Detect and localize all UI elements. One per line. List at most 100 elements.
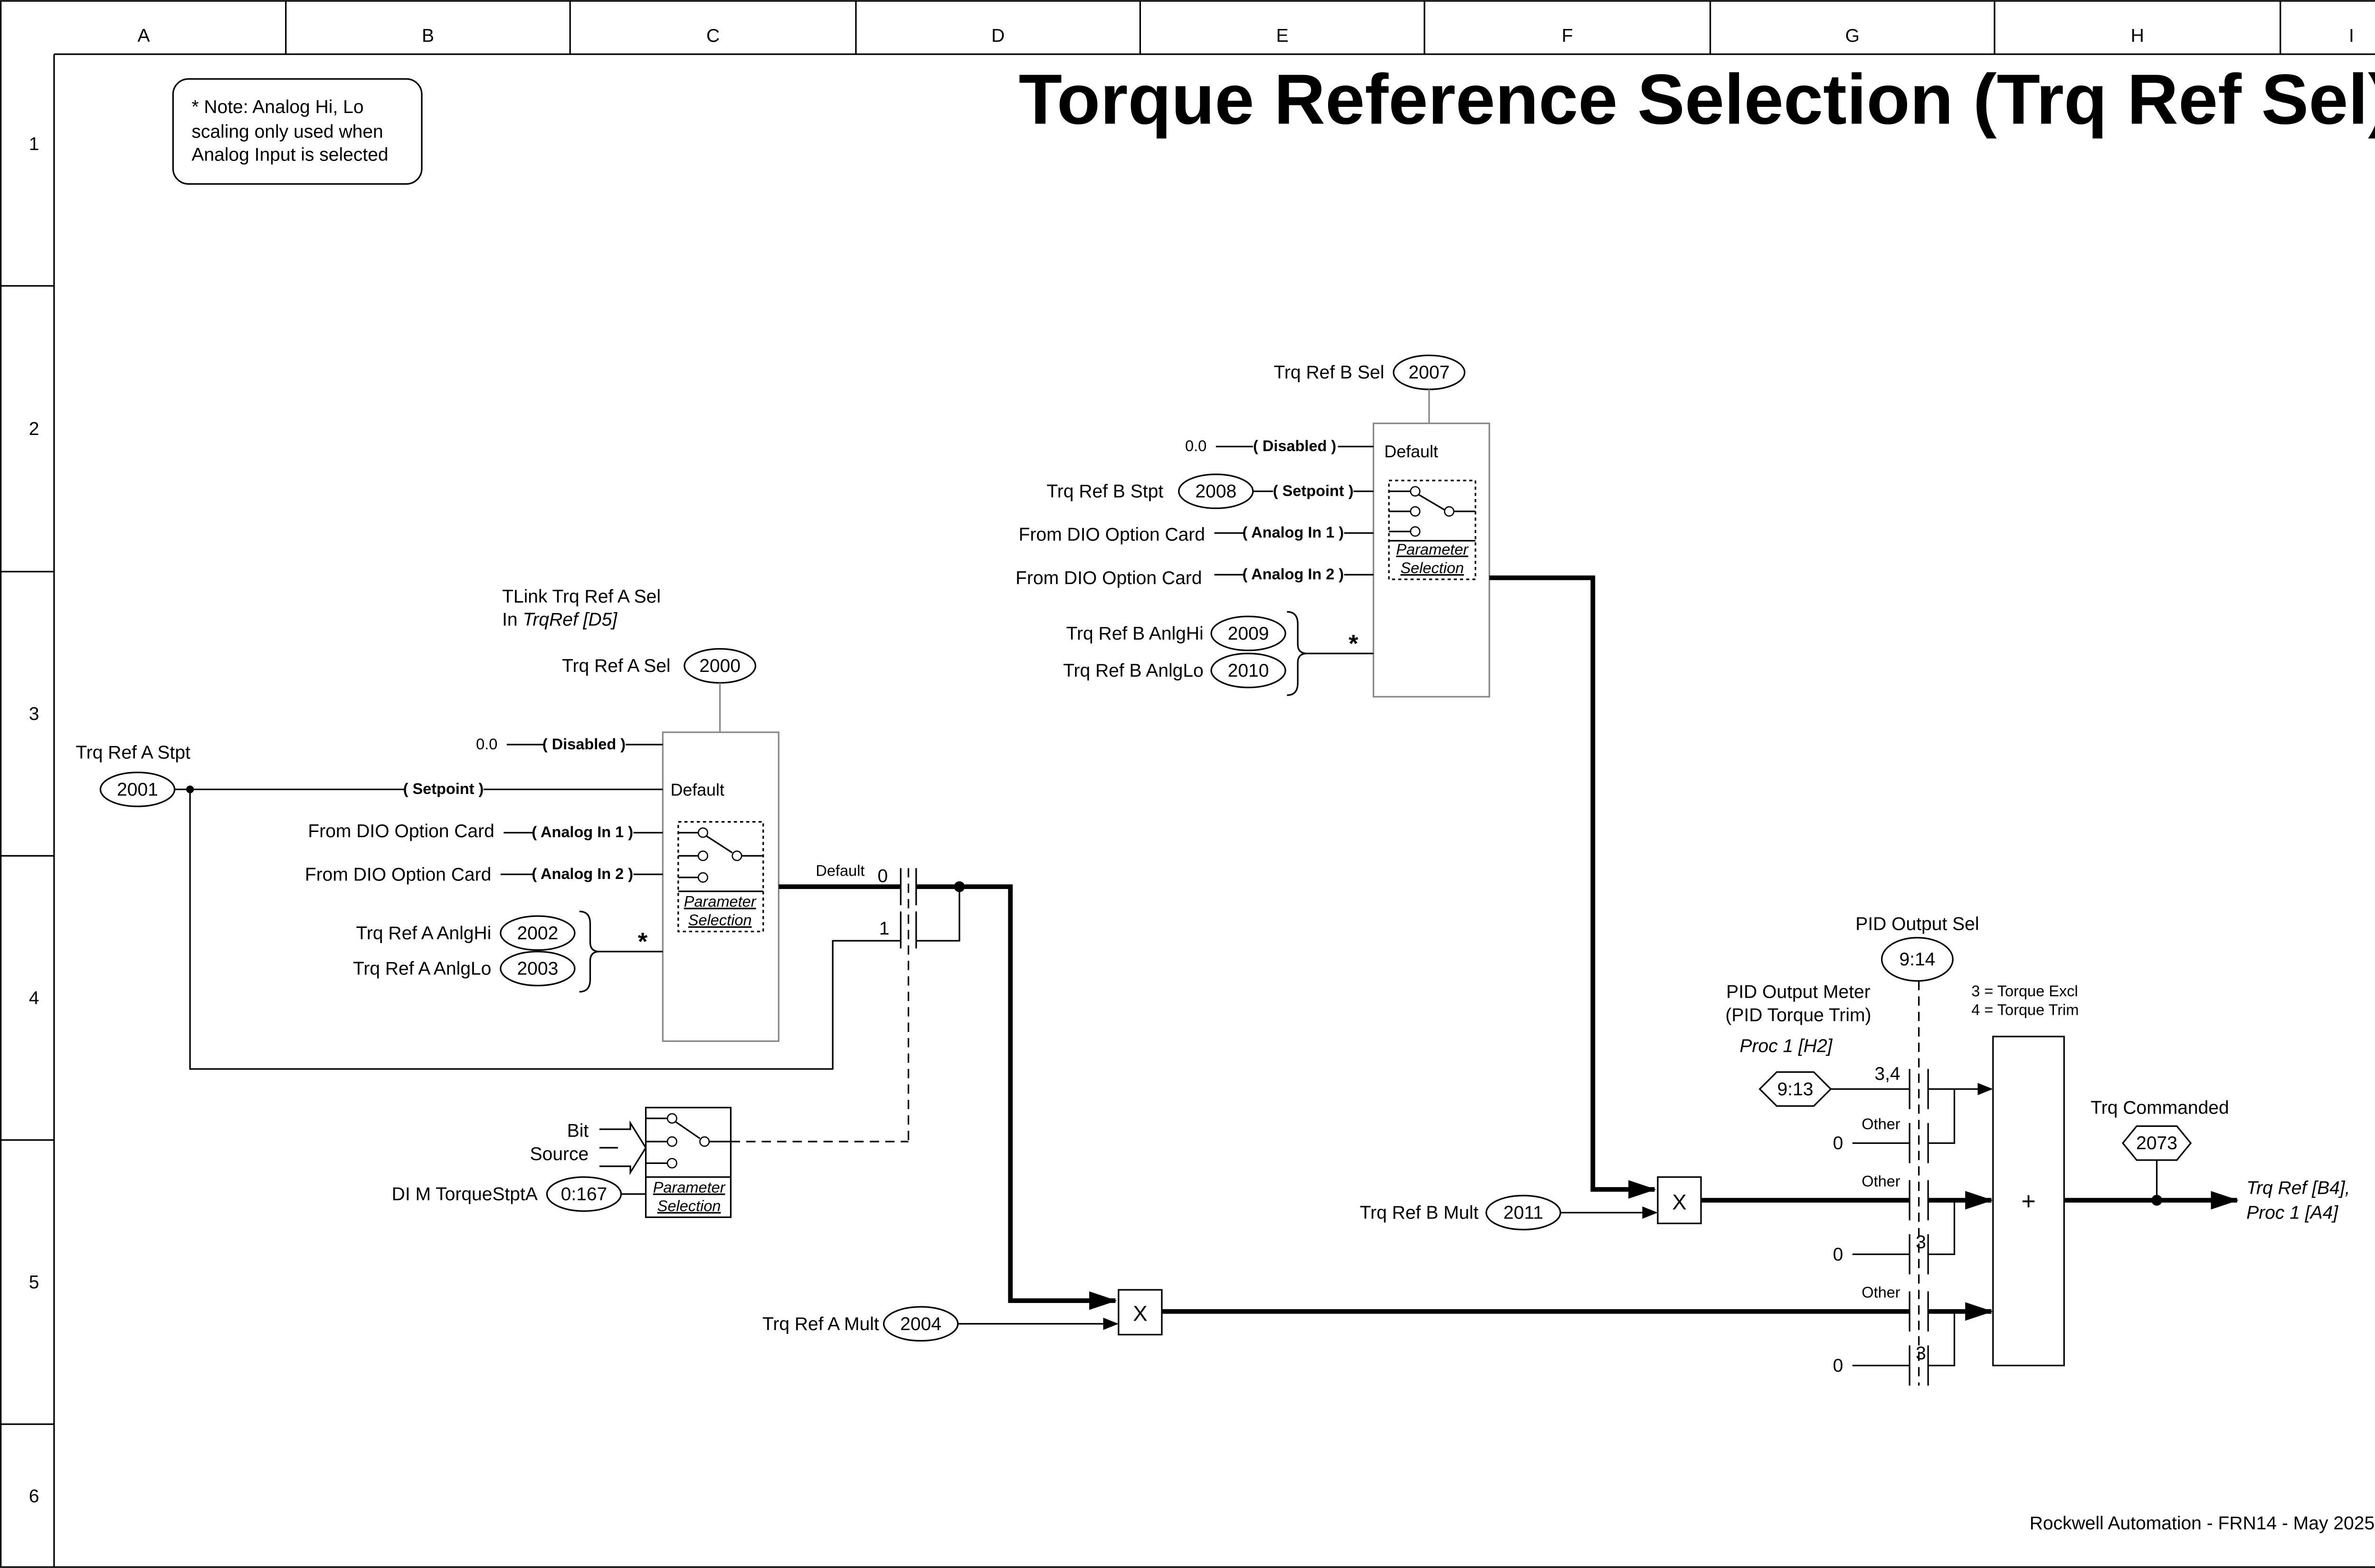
- zero-value: 0: [1833, 1133, 1843, 1153]
- output-dest: Proc 1 [A4]: [2246, 1203, 2338, 1223]
- param-number: 9:14: [1899, 949, 1935, 970]
- page-title: Torque Reference Selection (Trq Ref Sel): [1019, 60, 2375, 139]
- sum-symbol: +: [2021, 1188, 2035, 1215]
- output-dest: Trq Ref [B4],: [2246, 1178, 2350, 1199]
- option-disabled: ( Disabled ): [1253, 437, 1336, 454]
- row-label: 5: [29, 1272, 39, 1293]
- anlghi-label: Trq Ref B AnlgHi: [1066, 623, 1204, 644]
- trq-ref-b-selector: Trq Ref B Sel 2007 Default 0.0 ( Disable…: [1016, 354, 1656, 1199]
- option-setpoint: ( Setpoint ): [403, 780, 484, 797]
- option-analog-in-1: ( Analog In 1 ): [1243, 524, 1344, 541]
- trq-commanded-label: Trq Commanded: [2090, 1097, 2229, 1118]
- param-2073[interactable]: [2121, 1125, 2192, 1161]
- pid-legend: 4 = Torque Trim: [1971, 1001, 2079, 1018]
- pid-contact: Other: [1862, 1284, 1993, 1367]
- param-number: 2000: [699, 656, 741, 676]
- param-number: 2007: [1408, 362, 1450, 383]
- pid-contact: Other: [1862, 1172, 1993, 1256]
- param-2010[interactable]: [1210, 652, 1286, 689]
- column-label: C: [706, 26, 720, 46]
- asterisk: *: [638, 928, 648, 956]
- default-label: Default: [1384, 442, 1438, 461]
- selector-box: [662, 731, 779, 1042]
- contact-label: 3,4: [1874, 1064, 1900, 1084]
- row-label: 3: [29, 704, 39, 724]
- option-analog-in-1: ( Analog In 1 ): [532, 823, 633, 841]
- param-sel-text: Parameter: [684, 893, 757, 910]
- param-number: 2009: [1228, 623, 1269, 644]
- anlglo-label: Trq Ref B AnlgLo: [1063, 661, 1204, 681]
- dim-label: DI M TorqueStptA: [392, 1184, 538, 1205]
- pid-contact: 03: [1833, 1343, 1929, 1386]
- param-2011[interactable]: [1485, 1195, 1561, 1230]
- row-label: 6: [29, 1486, 39, 1506]
- trq-ref-a-selector: TLink Trq Ref A Sel In TrqRef [D5] Trq R…: [76, 586, 779, 1042]
- column-label: G: [1845, 26, 1860, 46]
- contact-alt-label: 3: [1916, 1343, 1926, 1364]
- zero-value: 0: [1833, 1356, 1843, 1376]
- contact-label: Other: [1862, 1284, 1900, 1301]
- tlink-label: TLink Trq Ref A Sel: [502, 586, 661, 607]
- param-2009[interactable]: [1210, 615, 1286, 652]
- contact-label: 1: [879, 918, 890, 939]
- param-9-14[interactable]: [1881, 937, 1954, 982]
- param-number: 9:13: [1777, 1079, 1813, 1099]
- param-sel-text: Selection: [657, 1197, 721, 1214]
- param-2003[interactable]: [500, 951, 576, 987]
- param-number: 2008: [1195, 482, 1236, 502]
- tlink-ref: In TrqRef [D5]: [502, 610, 618, 630]
- pid-meter-ref: Proc 1 [H2]: [1739, 1036, 1833, 1056]
- param-number: 2010: [1228, 661, 1269, 681]
- brace: [1287, 611, 1307, 696]
- disabled-value: 0.0: [476, 736, 497, 753]
- pid-contact: 3,4: [1874, 1064, 1993, 1144]
- param-number: 2003: [517, 959, 558, 979]
- note-line: Analog Input is selected: [191, 145, 388, 165]
- option-setpoint: ( Setpoint ): [1273, 482, 1354, 499]
- zero-value: 0: [1833, 1244, 1843, 1265]
- option-analog-in-2: ( Analog In 2 ): [1243, 566, 1344, 583]
- param-sel-text: Parameter: [1396, 541, 1469, 558]
- param-sel-text: Selection: [1400, 559, 1464, 576]
- dio-label: From DIO Option Card: [1019, 525, 1205, 545]
- footer: Rockwell Automation - FRN14 - May 2025: [2030, 1513, 2375, 1533]
- default-label: Default: [671, 780, 724, 799]
- mult-label: Trq Ref A Mult: [762, 1314, 879, 1334]
- pid-contact: Other 0: [1833, 1115, 1929, 1163]
- param-number: 2004: [900, 1314, 941, 1334]
- pid-sel-label: PID Output Sel: [1855, 914, 1979, 934]
- mult-label: Trq Ref B Mult: [1360, 1203, 1479, 1223]
- param-number: 2073: [2136, 1133, 2177, 1153]
- pid-meter-label: (PID Torque Trim): [1725, 1005, 1871, 1025]
- option-analog-in-2: ( Analog In 2 ): [532, 865, 633, 882]
- anlghi-label: Trq Ref A AnlgHi: [356, 923, 491, 944]
- disabled-value: 0.0: [1185, 437, 1206, 454]
- param-number: 2011: [1503, 1203, 1543, 1223]
- out-default-label: Default: [816, 862, 864, 879]
- row-label: 1: [29, 134, 39, 154]
- bit-label: Bit: [567, 1121, 589, 1141]
- contact-label: Other: [1862, 1115, 1900, 1133]
- column-label: I: [2349, 26, 2354, 46]
- parameter-selection-switch: Parameter Selection: [1388, 480, 1476, 580]
- dio-label: From DIO Option Card: [308, 821, 494, 841]
- column-label: A: [137, 26, 150, 46]
- note-box: * Note: Analog Hi, Lo scaling only used …: [172, 78, 423, 185]
- pid-output-select: PID Output Sel 9:14 PID Output Meter (PI…: [1725, 914, 2079, 1386]
- sel-label: Trq Ref A Sel: [562, 656, 670, 676]
- column-label: F: [1562, 26, 1573, 46]
- source-label: Source: [530, 1144, 589, 1164]
- column-label: H: [2131, 26, 2144, 46]
- param-number: 0:167: [561, 1184, 608, 1205]
- param-number: 2001: [117, 779, 158, 800]
- bit-source-selector: Bit Source Parameter Selection DI M Torq…: [392, 1106, 909, 1218]
- sel-label: Trq Ref B Sel: [1274, 362, 1385, 383]
- trq-ref-b-mult: Trq Ref B Mult 2011 X: [1360, 1176, 1910, 1230]
- column-label: E: [1276, 26, 1289, 46]
- selector-box: [1372, 422, 1491, 698]
- column-label: B: [422, 26, 434, 46]
- row-label: 4: [29, 988, 39, 1008]
- contact-label: 0: [877, 866, 888, 887]
- param-2002[interactable]: [500, 915, 576, 951]
